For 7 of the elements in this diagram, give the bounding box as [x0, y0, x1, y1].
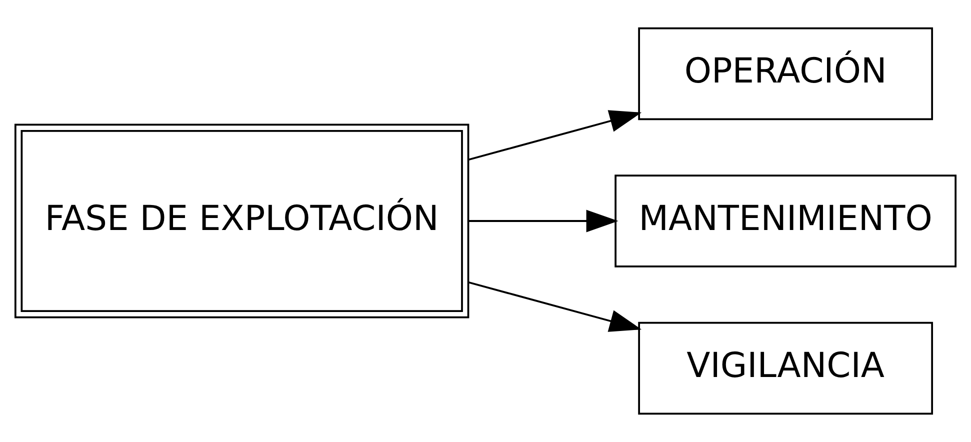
- node-box: MANTENIMIENTO: [614, 174, 957, 268]
- node-box: OPERACIÓN: [638, 27, 934, 120]
- arrow: [468, 281, 642, 332]
- node-box: VIGILANCIA: [638, 322, 934, 415]
- arrow: [468, 110, 642, 161]
- node-box: FASE DE EXPLOTACIÓN: [14, 124, 470, 318]
- arrow: [468, 210, 618, 232]
